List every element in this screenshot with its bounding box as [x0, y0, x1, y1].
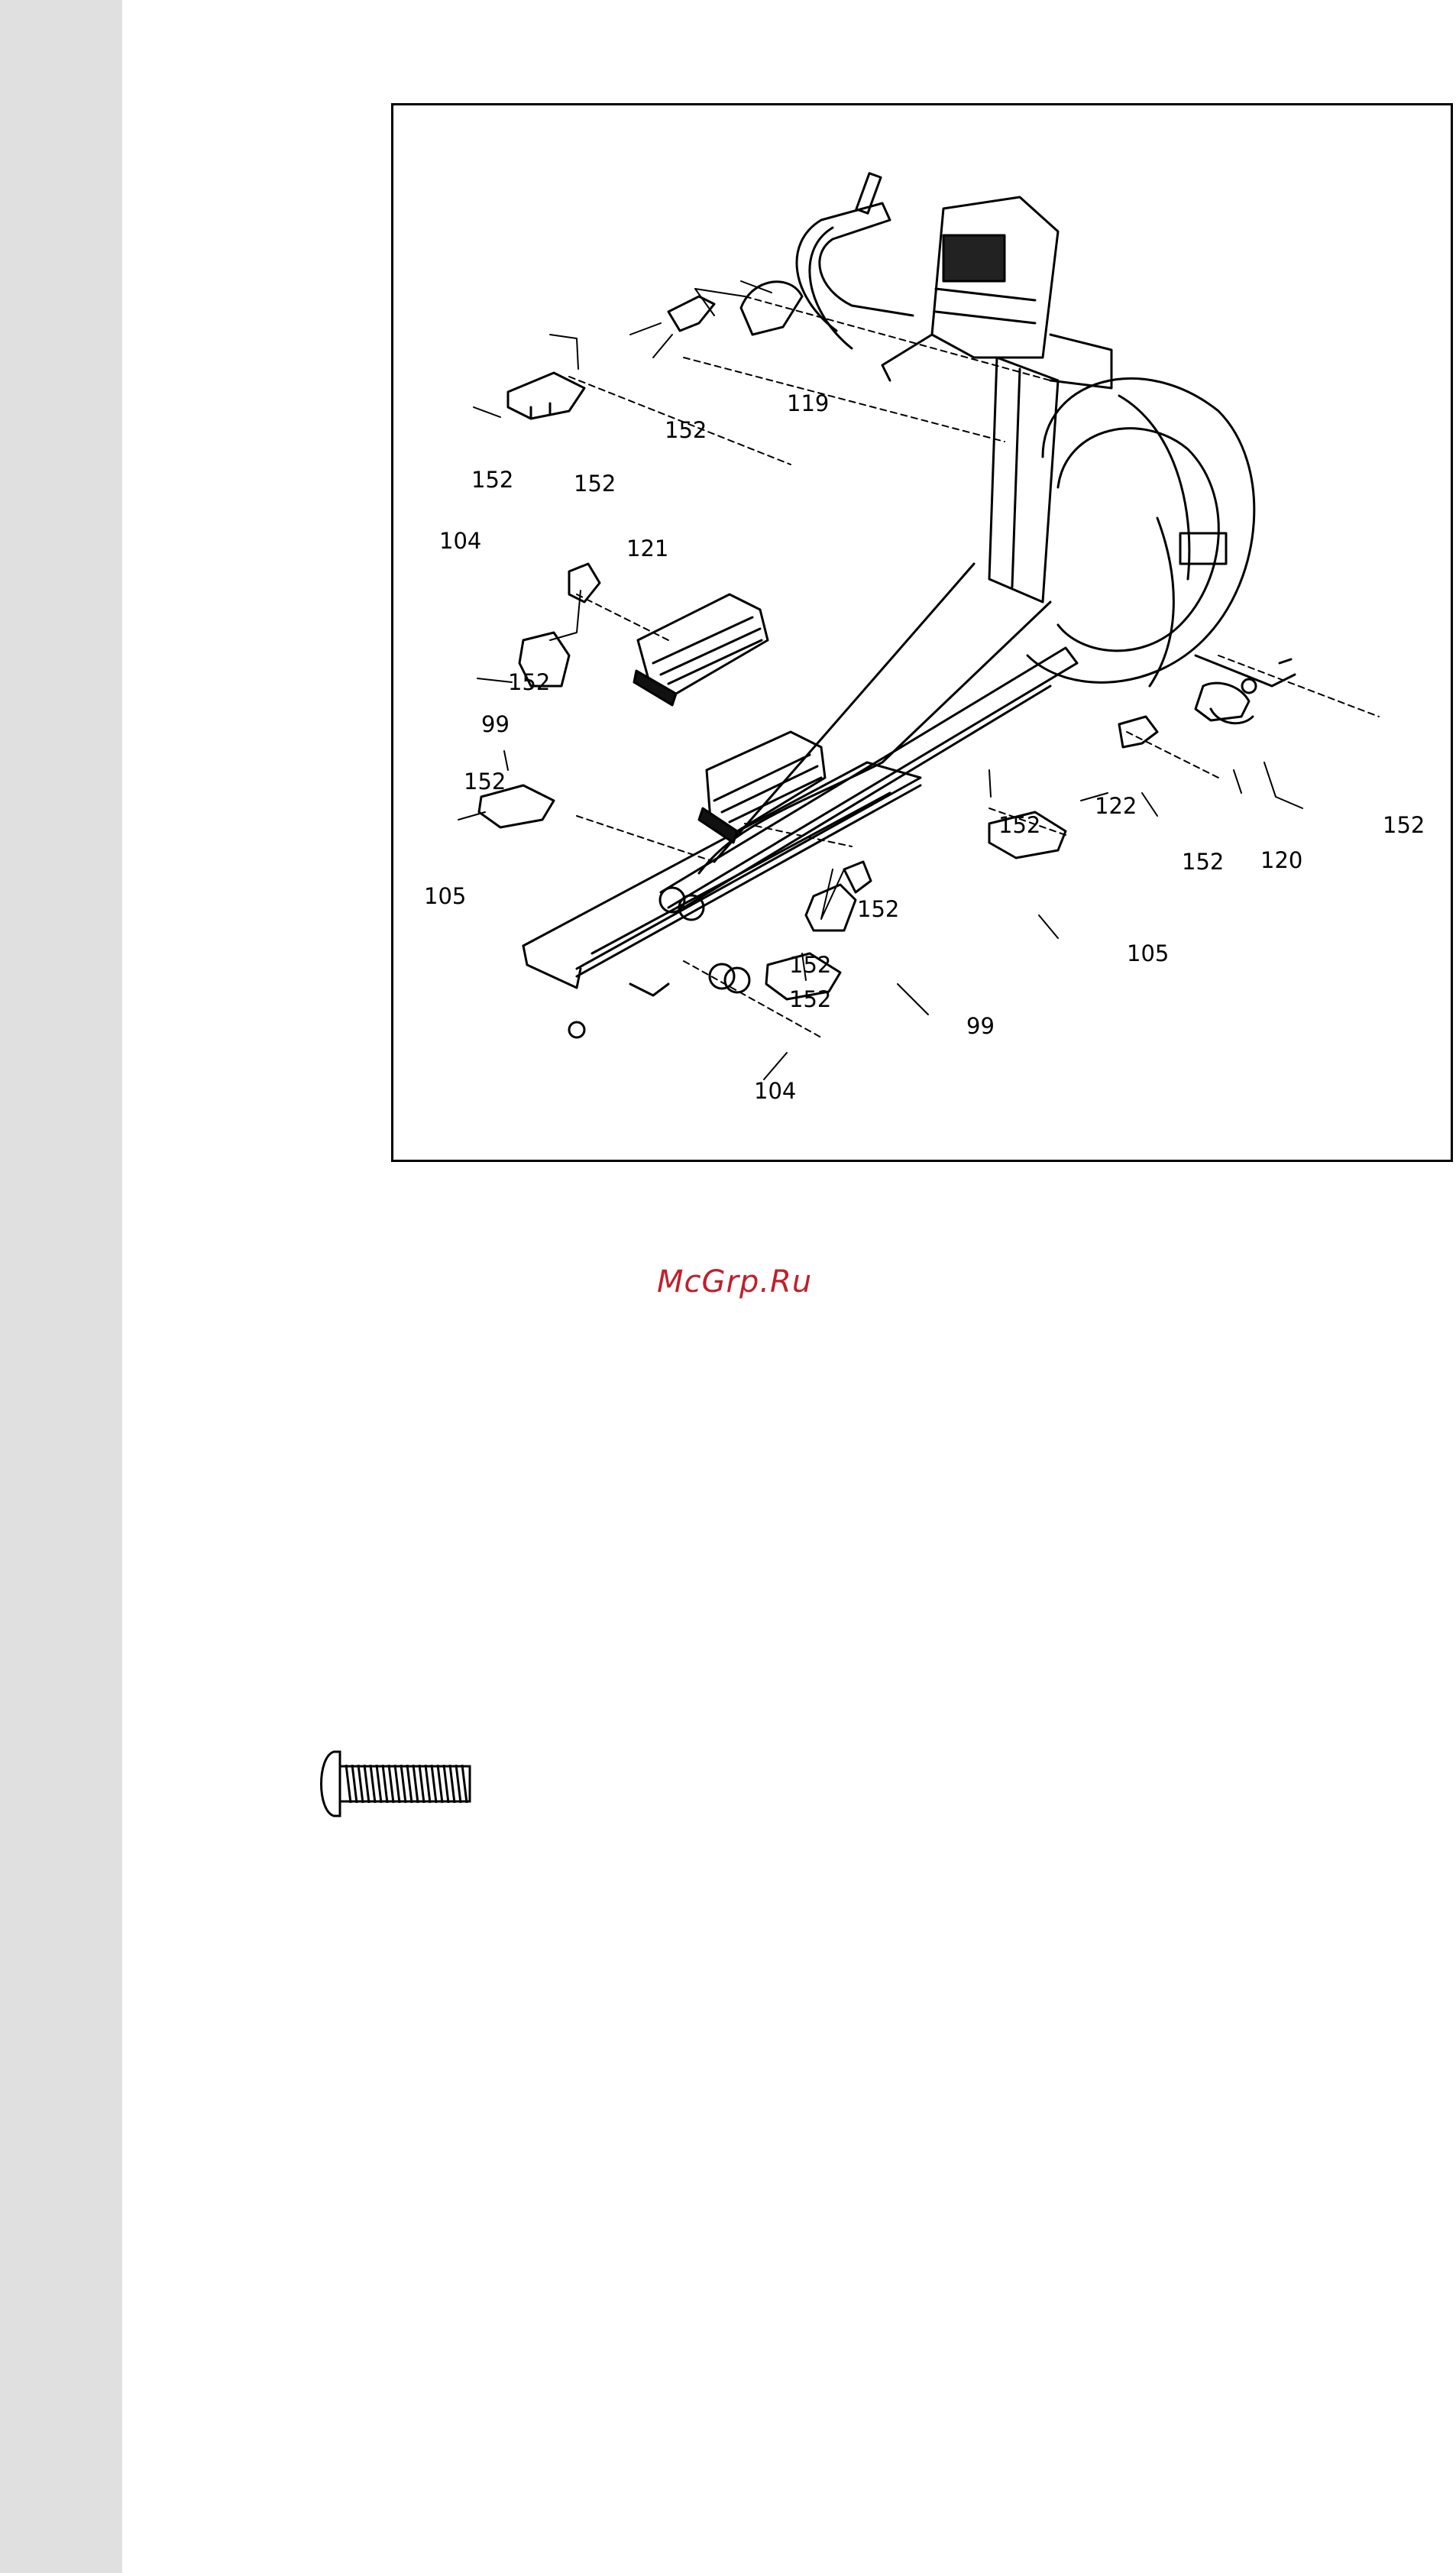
callout-label: 152 — [857, 896, 899, 922]
callout-label: 121 — [626, 536, 668, 562]
callout-label: 105 — [424, 883, 466, 909]
button-head-bolt-icon — [317, 1746, 477, 1825]
callout-label: 99 — [481, 711, 510, 737]
callout-label: 152 — [574, 471, 616, 497]
page-margin-band — [0, 0, 122, 2573]
callout-label: 152 — [464, 769, 506, 795]
watermark-text: McGrp.Ru — [657, 1264, 812, 1299]
exploded-assembly-diagram: 119 152 152 152 121 104 152 99 152 105 1… — [391, 103, 1453, 1162]
callout-label: 104 — [754, 1078, 796, 1104]
callout-label: 152 — [789, 952, 831, 978]
callout-label: 122 — [1095, 793, 1137, 819]
callout-label: 119 — [787, 390, 829, 416]
callout-label: 152 — [789, 986, 831, 1012]
callout-label: 105 — [1127, 940, 1169, 966]
callout-label: 152 — [1383, 812, 1425, 838]
callout-label: 152 — [665, 417, 707, 443]
elliptical-trainer-drawing: 119 152 152 152 121 104 152 99 152 105 1… — [393, 105, 1451, 1160]
callout-label: 152 — [508, 669, 550, 695]
callout-label: 152 — [998, 812, 1040, 838]
callout-label: 152 — [1182, 849, 1224, 875]
callout-label: 152 — [471, 467, 513, 493]
callout-label: 104 — [439, 528, 481, 554]
callout-label: 99 — [966, 1013, 995, 1039]
callout-label: 120 — [1260, 847, 1302, 873]
